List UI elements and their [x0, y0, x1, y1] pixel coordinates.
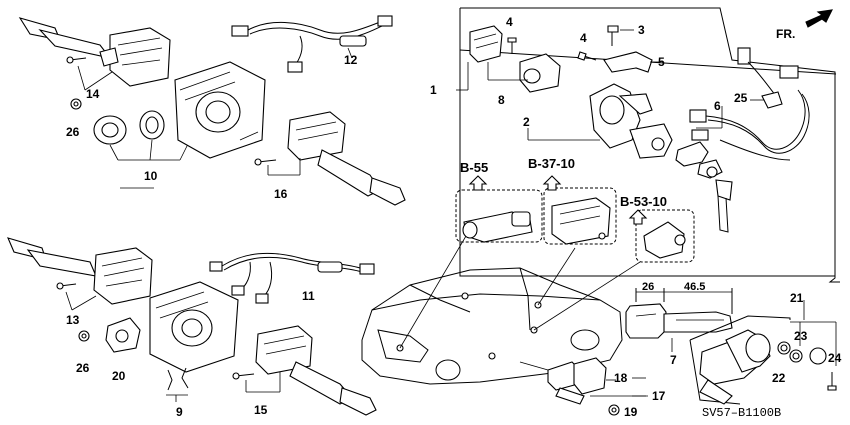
- section-ref-b5310: B-53-10: [620, 194, 667, 209]
- callout-16: 16: [274, 187, 288, 201]
- callout-2: 2: [523, 115, 530, 129]
- nut-26-upper: [70, 98, 82, 110]
- diagram-code: SV57–B1100B: [702, 406, 781, 420]
- callout-13: 13: [66, 313, 80, 327]
- callout-3: 3: [638, 23, 645, 37]
- callout-8: 8: [498, 93, 505, 107]
- callout-20: 20: [112, 369, 126, 383]
- screw-24: [827, 372, 837, 391]
- turn-signal-switch-15: [232, 325, 377, 416]
- clamp-5: [603, 51, 653, 73]
- callout-1: 1: [430, 83, 437, 97]
- callout-23: 23: [794, 329, 808, 343]
- callout-14: 14: [86, 87, 100, 101]
- callout-9: 9: [176, 405, 183, 419]
- callout-19: 19: [624, 405, 638, 419]
- arrow-b5310: [628, 209, 648, 225]
- key-set-keys: [675, 141, 733, 233]
- leader-b55: [399, 235, 467, 349]
- callout-18: 18: [614, 371, 628, 385]
- headlight-switch-16: [254, 111, 406, 206]
- cancel-sleeve-20: [105, 317, 141, 353]
- panel-b55: [455, 189, 543, 243]
- callout-10: 10: [144, 169, 158, 183]
- bolt-4b: [577, 51, 597, 61]
- leader-17: [519, 361, 549, 371]
- callout-24: 24: [828, 351, 842, 365]
- cancel-sleeve-10: [93, 110, 191, 161]
- callout-17: 17: [652, 389, 666, 403]
- trunk-cylinder-21: [689, 315, 837, 405]
- callout-15: 15: [254, 403, 268, 417]
- callout-5: 5: [658, 55, 665, 69]
- combination-switch-lower-left: [7, 237, 153, 305]
- steering-lock-assembly: [589, 83, 673, 159]
- callout-26b: 26: [76, 361, 90, 375]
- dimension-26: 26: [642, 281, 654, 293]
- callout-4b: 4: [580, 31, 587, 45]
- switch-body-upper: [174, 61, 266, 159]
- door-cylinder-18: [547, 357, 648, 405]
- key-blank-7: [625, 288, 733, 352]
- screw-13: [56, 282, 97, 311]
- callout-12: 12: [344, 53, 358, 67]
- nut-26-lower: [78, 330, 90, 342]
- ignition-switch-8: [469, 25, 561, 93]
- callout-6: 6: [714, 99, 721, 113]
- arrow-b3710: [542, 175, 562, 191]
- screw-19: [608, 404, 620, 416]
- callout-22: 22: [772, 371, 786, 385]
- front-label: FR.: [776, 27, 795, 41]
- leader-b5310: [533, 261, 641, 331]
- callout-4a: 4: [506, 15, 513, 29]
- dimension-46-5: 46.5: [684, 281, 705, 293]
- section-ref-b55: B-55: [460, 160, 488, 175]
- vehicle-outline: [361, 267, 623, 385]
- callout-21: 21: [790, 291, 804, 305]
- wire-harness-11: [209, 252, 375, 304]
- combination-switch-upper-left: [18, 17, 171, 87]
- arrow-b55: [468, 175, 488, 191]
- bolt-3: [607, 25, 619, 46]
- callout-leaders: [120, 29, 805, 397]
- wire-harness-6: [689, 47, 810, 161]
- front-direction-arrow: FR.: [776, 9, 833, 41]
- callout-25: 25: [734, 91, 748, 105]
- callout-11: 11: [302, 289, 315, 303]
- callout-26a: 26: [66, 125, 80, 139]
- wire-harness-12: [231, 15, 393, 73]
- switch-body-lower: [149, 281, 239, 373]
- panel-b5310: [635, 209, 695, 263]
- clip-9: [166, 367, 189, 402]
- callout-7: 7: [670, 353, 677, 367]
- leader-b3710: [537, 247, 576, 306]
- panel-b3710: [543, 187, 617, 245]
- section-ref-b3710: B-37-10: [528, 156, 575, 171]
- screw-14: [66, 56, 87, 64]
- bolt-4a: [507, 37, 517, 54]
